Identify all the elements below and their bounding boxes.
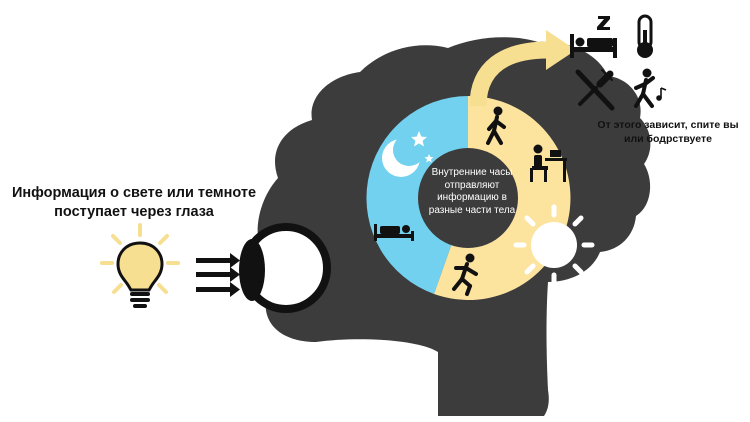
clock-center-disc: [418, 148, 518, 248]
effect-caption: От этого зависит, спите вы или бодрствуе…: [597, 119, 739, 145]
star-icon: [411, 131, 427, 147]
running-person-icon: [452, 253, 478, 296]
dancing-music-icon: [634, 68, 667, 108]
walking-person-icon: [486, 106, 506, 145]
lightbulb-icon: [100, 223, 180, 308]
fork-knife-icon: [575, 69, 615, 111]
light-info-caption: Информация о свете или темноте поступает…: [11, 185, 257, 220]
sun-icon: [513, 204, 595, 286]
person-at-desk-icon: [530, 144, 567, 182]
star-icon: [424, 154, 434, 163]
bed-sleep-icon: [570, 16, 617, 58]
light-arrows-icon: [196, 253, 240, 297]
internal-clock-caption: Внутренние часы отправляют информацию в …: [428, 167, 516, 216]
eye-icon: [239, 223, 331, 313]
arrow-head: [546, 30, 576, 70]
sleeping-person-icon: [374, 224, 414, 241]
thermometer-icon: [637, 14, 653, 58]
curved-arrow: [469, 41, 549, 107]
